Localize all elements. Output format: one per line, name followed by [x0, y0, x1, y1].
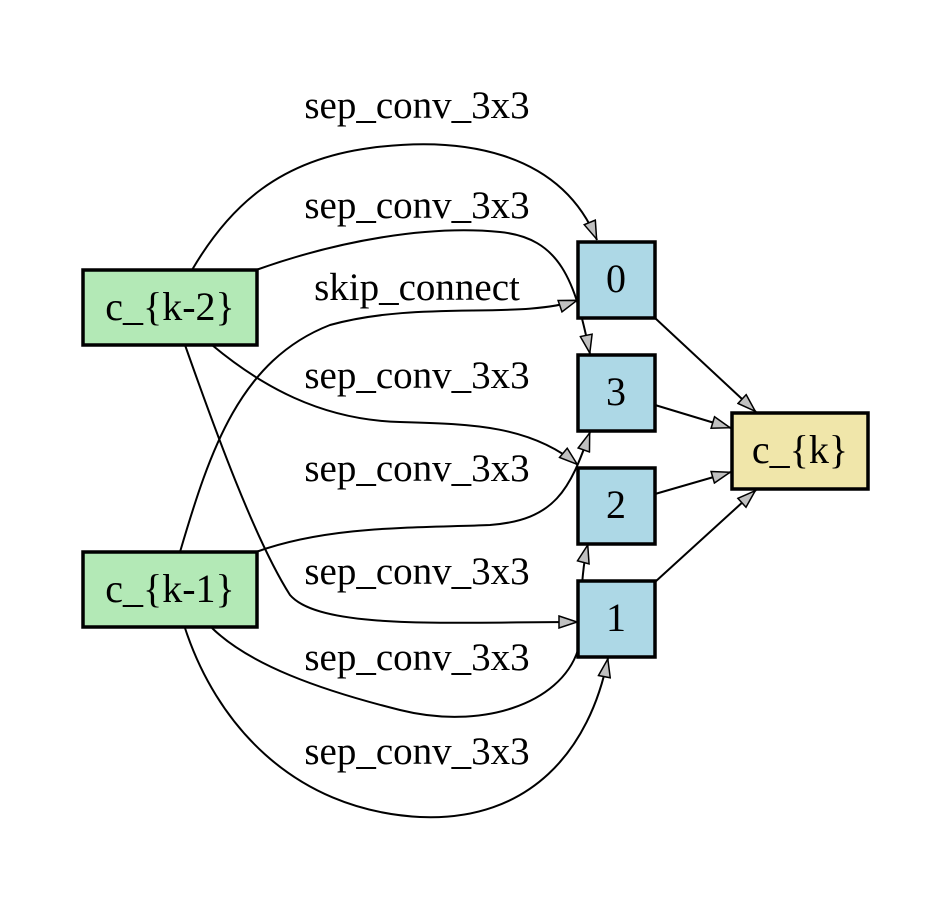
node-ck1-box	[81, 550, 259, 629]
node-ck1-label: c_{k-1}	[105, 566, 234, 611]
edge-ck2-to-0	[191, 143, 598, 271]
edge-ck2-to-2	[211, 344, 578, 465]
node-1-label: 1	[606, 595, 626, 640]
node-ck2: c_{k-2}	[81, 268, 259, 347]
edges	[179, 143, 756, 819]
edge-ck1-to-3	[255, 432, 591, 553]
node-2: 2	[576, 466, 657, 546]
node-3-box	[576, 353, 657, 433]
node-0-label: 0	[606, 256, 626, 301]
edge-label-ck1-to-3: sep_conv_3x3	[304, 447, 529, 490]
node-3-label: 3	[606, 369, 626, 414]
node-1: 1	[576, 579, 657, 659]
edge-3-to-ck	[654, 404, 731, 428]
edge-label-ck1-to-2: sep_conv_3x3	[304, 636, 529, 679]
edge-ck1-to-1	[184, 627, 608, 819]
edge-label-ck2-to-0: sep_conv_3x3	[304, 84, 529, 127]
edge-1-to-ck	[654, 490, 756, 583]
node-ck-box	[730, 411, 870, 491]
edge-2-to-ck	[654, 472, 731, 495]
node-ck2-label: c_{k-2}	[105, 284, 234, 329]
edge-label-ck1-to-0: skip_connect	[314, 266, 520, 309]
node-ck2-box	[81, 268, 259, 347]
edge-ck2-to-1	[184, 344, 578, 623]
node-0: 0	[576, 240, 657, 320]
edge-ck2-to-3	[255, 229, 590, 354]
edge-label-ck1-to-1: sep_conv_3x3	[304, 730, 529, 773]
node-2-label: 2	[606, 482, 626, 527]
edge-0-to-ck	[654, 317, 756, 412]
node-3: 3	[576, 353, 657, 433]
edge-label-ck2-to-2: sep_conv_3x3	[304, 354, 529, 397]
edge-labels: sep_conv_3x3 sep_conv_3x3 skip_connect s…	[304, 84, 529, 773]
node-2-box	[576, 466, 657, 546]
edge-ck1-to-0	[179, 299, 578, 553]
node-1-box	[576, 579, 657, 659]
edge-label-ck2-to-1: sep_conv_3x3	[304, 550, 529, 593]
node-ck-label: c_{k}	[752, 427, 848, 472]
node-ck1: c_{k-1}	[81, 550, 259, 629]
edge-label-ck2-to-3: sep_conv_3x3	[304, 184, 529, 227]
node-ck: c_{k}	[730, 411, 870, 491]
node-0-box	[576, 240, 657, 320]
